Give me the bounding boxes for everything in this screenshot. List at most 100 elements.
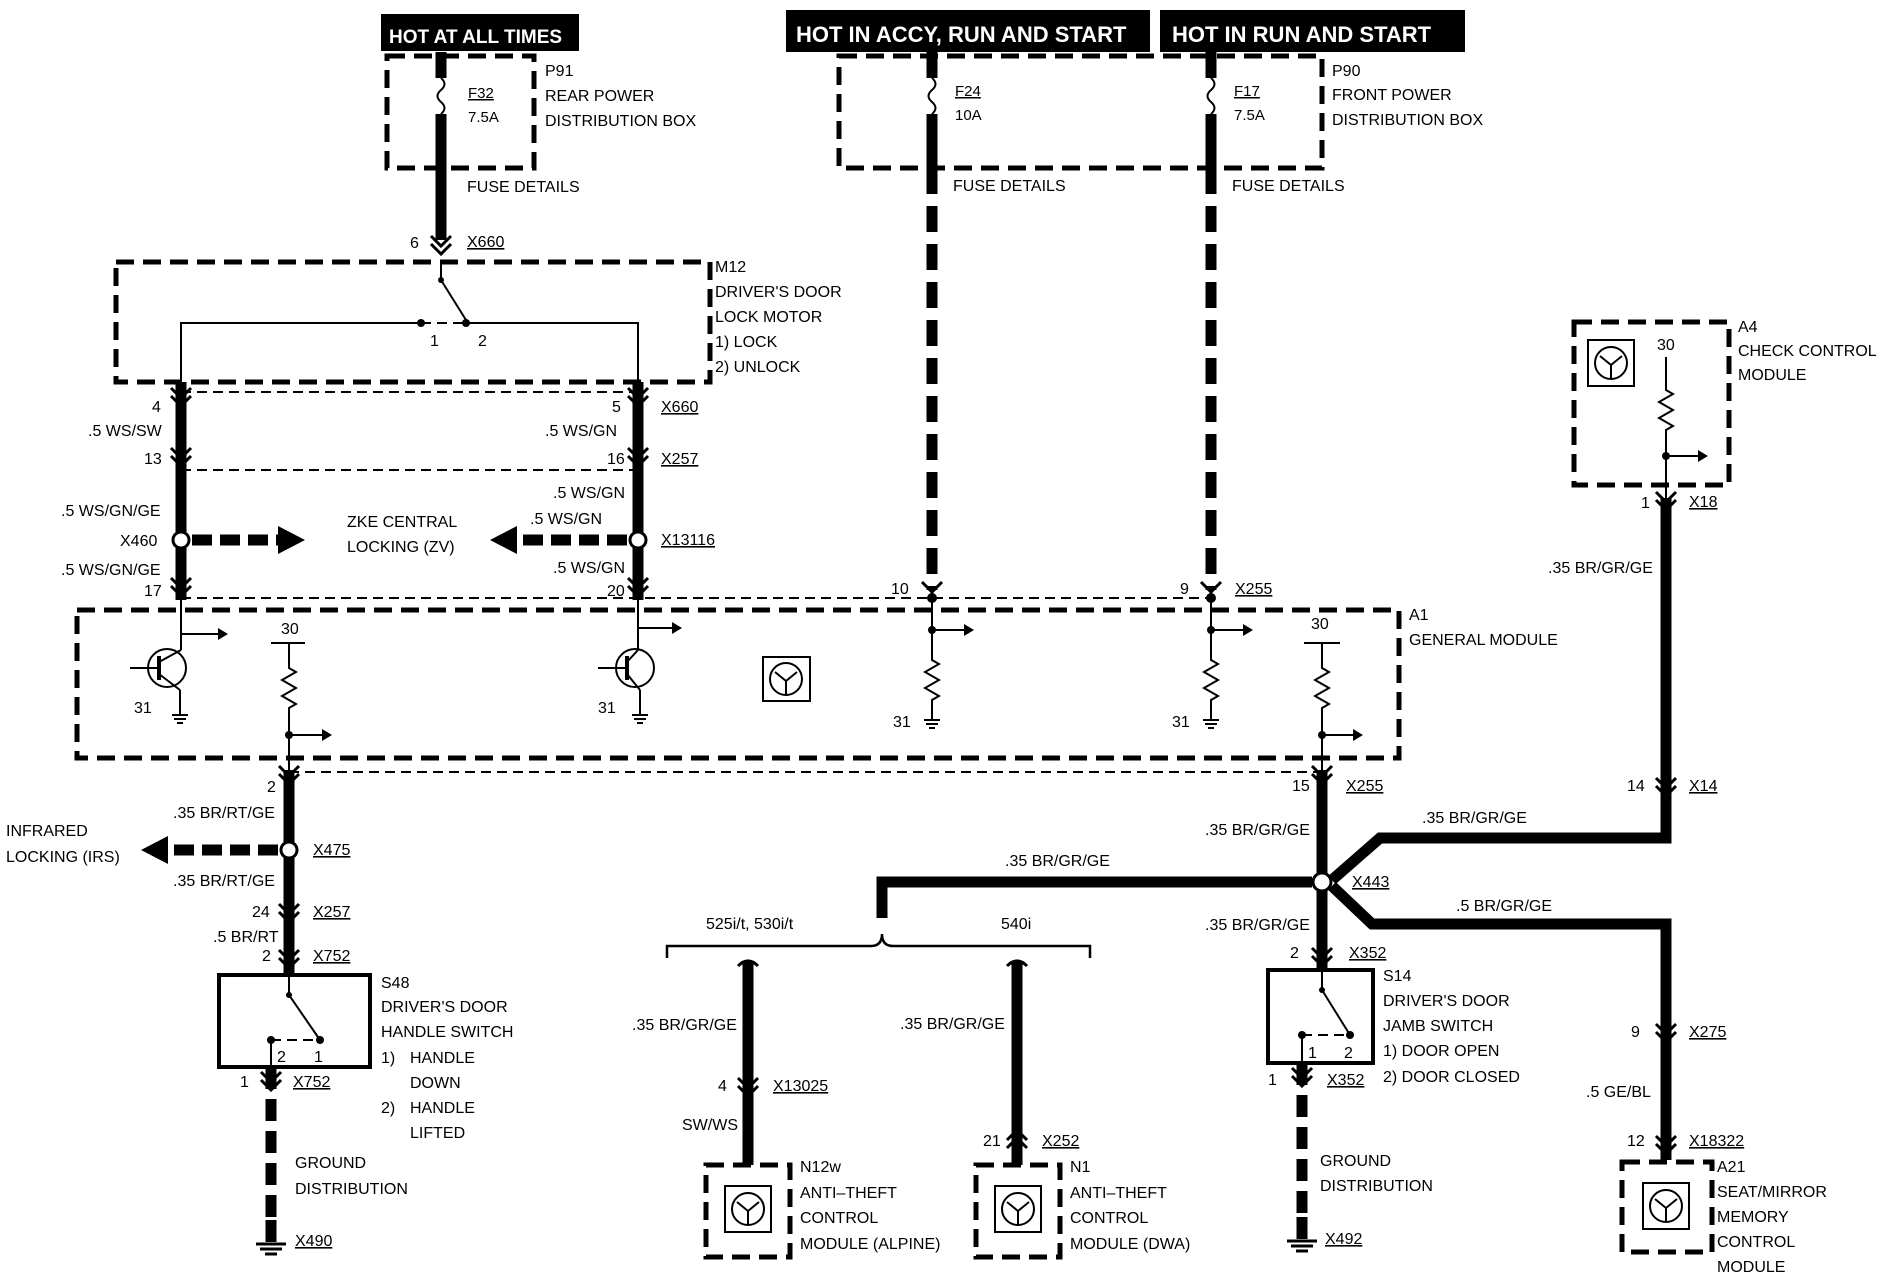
diagram-label: HOT AT ALL TIMES [389, 27, 562, 48]
anti-theft-module-n1: N1 ANTI–THEFT CONTROL MODULE (DWA) [973, 1159, 1190, 1260]
pin-label: 21 [983, 1133, 1001, 1150]
connector-label: X255 [1235, 581, 1272, 598]
pin-label: 10 [891, 581, 909, 598]
wire-label: .35 BR/RT/GE [173, 805, 275, 822]
diagram-label: M12 [715, 259, 746, 276]
wire-label: .5 WS/GN [530, 511, 602, 528]
diagram-label: SEAT/MIRROR [1717, 1184, 1827, 1201]
wire-label: .35 BR/GR/GE [1422, 810, 1527, 827]
wire-label: .35 BR/GR/GE [632, 1017, 737, 1034]
diagram-label: FUSE DETAILS [467, 179, 580, 196]
wire-label: .35 BR/GR/GE [1205, 917, 1310, 934]
pin-label: 4 [152, 399, 161, 416]
diagram-label: 2 [277, 1049, 286, 1066]
diagram-label: HOT IN RUN AND START [1172, 22, 1432, 47]
diagram-label: 7.5A [1234, 107, 1265, 124]
wire-label: .5 WS/GN [553, 485, 625, 502]
diagram-label: ANTI–THEFT [1070, 1185, 1167, 1202]
connector-label: X252 [1042, 1133, 1079, 1150]
diagram-label: DISTRIBUTION BOX [1332, 112, 1483, 129]
pin-label: 4 [718, 1078, 727, 1095]
wire-label: SW/WS [682, 1117, 738, 1134]
pin-label: 1 [1268, 1072, 1277, 1089]
diagram-label: X490 [295, 1233, 332, 1250]
diagram-label: F24 [955, 83, 981, 100]
diagram-label: S48 [381, 975, 410, 992]
pin-label: 16 [607, 451, 625, 468]
diagram-label: HANDLE [410, 1050, 475, 1067]
diagram-label: 31 [1172, 714, 1190, 731]
diagram-label: 1 [314, 1049, 323, 1066]
pin-label: 15 [1292, 778, 1310, 795]
pin-label: 1 [1641, 495, 1650, 512]
splice-x475 [279, 840, 299, 860]
infrared-locking: INFRARED LOCKING (IRS) [6, 823, 278, 866]
diagram-label: 2) DOOR CLOSED [1383, 1069, 1520, 1086]
diagram-label: LOCKING (ZV) [347, 539, 455, 556]
diagram-label: P90 [1332, 63, 1361, 80]
diagram-label: CONTROL [800, 1210, 878, 1227]
diagram-label: DRIVER'S DOOR [381, 999, 508, 1016]
pin-label: 5 [612, 399, 621, 416]
connector-label: X443 [1352, 874, 1389, 891]
pin-label: 9 [1180, 581, 1189, 598]
connector-label: X14 [1689, 778, 1718, 795]
wire-label: .5 WS/GN [553, 560, 625, 577]
diagram-label: N12w [800, 1159, 841, 1176]
diagram-label: F17 [1234, 83, 1260, 100]
seat-mirror-memory-module-a21: A21 SEAT/MIRROR MEMORY CONTROL MODULE [1619, 1159, 1827, 1276]
diagram-label: MODULE (ALPINE) [800, 1236, 940, 1253]
zke-central-locking: ZKE CENTRAL LOCKING (ZV) [192, 514, 627, 556]
diagram-label: INFRARED [6, 823, 88, 840]
diagram-label: 1 [430, 333, 439, 350]
diagram-label: X492 [1325, 1231, 1362, 1248]
wire-label: .5 GE/BL [1586, 1084, 1651, 1101]
general-module-a1: A1 GENERAL MODULE 31 31 30 [74, 593, 1558, 770]
ground-x492: X492 [1287, 1217, 1362, 1253]
diagram-label: CONTROL [1070, 1210, 1148, 1227]
pin-label: 1 [240, 1074, 249, 1091]
wire-label: .35 BR/RT/GE [173, 873, 275, 890]
connector-label: X660 [467, 234, 504, 251]
pin-label: 17 [144, 583, 162, 600]
connector-label: X257 [661, 451, 698, 468]
diagram-label: 2) UNLOCK [715, 359, 801, 376]
diagram-label: 31 [598, 700, 616, 717]
header-hot-accy-run-start: HOT IN ACCY, RUN AND START [786, 10, 1150, 52]
check-control-module-a4: 30 A4 CHECK CONTROL MODULE [1571, 319, 1877, 498]
pin-label: 20 [607, 583, 625, 600]
diagram-label: 1) LOCK [715, 334, 778, 351]
diagram-label: 30 [1657, 337, 1675, 354]
connector-label: X460 [120, 533, 157, 550]
diagram-label: HANDLE SWITCH [381, 1024, 513, 1041]
connector-label: X475 [313, 842, 350, 859]
ground-label: DISTRIBUTION [295, 1181, 408, 1198]
diagram-label: HANDLE [410, 1100, 475, 1117]
diagram-label: 2) [381, 1100, 395, 1117]
diagram-label: 10A [955, 107, 982, 124]
connector-label: X275 [1689, 1024, 1726, 1041]
header-hot-run-start: HOT IN RUN AND START [1160, 10, 1465, 52]
connector-label: X752 [293, 1074, 330, 1091]
diagram-label: 1) [381, 1050, 395, 1067]
connector-label: X352 [1349, 945, 1386, 962]
ground-label: GROUND [295, 1155, 366, 1172]
connector-label: X18322 [1689, 1133, 1744, 1150]
diagram-label: S14 [1383, 968, 1412, 985]
diagram-label: DOWN [410, 1075, 461, 1092]
diagram-label: 525i/t, 530i/t [706, 916, 794, 933]
pin-label: 9 [1631, 1024, 1640, 1041]
diagram-label: N1 [1070, 1159, 1091, 1176]
diagram-label: A4 [1738, 319, 1758, 336]
connector-label: X13116 [661, 532, 715, 549]
diagram-label: 31 [134, 700, 152, 717]
wire-label: .35 BR/GR/GE [1005, 853, 1110, 870]
diagram-label: P91 [545, 63, 574, 80]
connector-label: X352 [1327, 1072, 1364, 1089]
diagram-label: DISTRIBUTION BOX [545, 113, 696, 130]
diagram-label: A1 [1409, 607, 1429, 624]
diagram-label: FUSE DETAILS [1232, 178, 1345, 195]
header-hot-at-all-times: HOT AT ALL TIMES [381, 14, 579, 51]
pin-label: 6 [410, 235, 419, 252]
